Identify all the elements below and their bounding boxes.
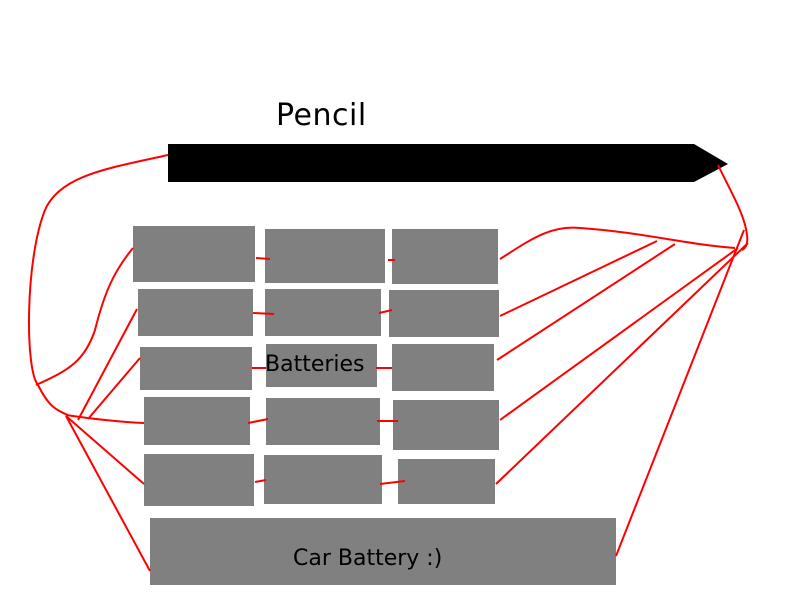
wire-left-row4	[65, 414, 145, 424]
wire-r4-c1c2	[247, 418, 269, 424]
battery-r4-c3	[393, 400, 499, 450]
battery-r3-c1	[140, 347, 252, 390]
wire-right-row4	[499, 247, 739, 421]
car-battery	[150, 518, 616, 585]
wire-left-row2	[77, 308, 138, 421]
battery-r4-c2	[266, 398, 380, 445]
wire-right-row5	[495, 242, 749, 485]
wire-left-row5	[65, 415, 145, 485]
battery-r1-c2	[265, 229, 385, 283]
battery-r2-c2	[265, 289, 381, 336]
battery-r2-c1	[138, 289, 253, 336]
wire-right-car	[615, 229, 745, 557]
battery-r3-c3	[392, 344, 494, 391]
wire-left-row3	[87, 357, 141, 420]
wire-r5-c1c2	[254, 479, 267, 483]
car-battery-label: Car Battery :)	[293, 546, 443, 571]
wire-left-row1	[35, 247, 134, 386]
wire-pencil-left-loop	[28, 154, 169, 416]
battery-r5-c1	[144, 454, 254, 506]
battery-r4-c1	[144, 397, 250, 445]
wire-right-row1	[499, 226, 736, 260]
battery-r5-c3	[398, 459, 495, 504]
wire-right-row2	[499, 240, 658, 317]
pencil-label: Pencil	[276, 98, 367, 133]
wire-r2-c2c3	[378, 309, 393, 314]
wire-r2-c1c2	[252, 312, 275, 315]
wire-right-row3	[496, 243, 676, 361]
battery-r1-c1	[133, 226, 255, 282]
wire-left-car	[65, 415, 151, 572]
batteries-label: Batteries	[265, 352, 365, 377]
battery-r1-c3	[392, 229, 498, 284]
wire-pencil-tip	[717, 164, 749, 251]
battery-r5-c2	[264, 455, 382, 504]
battery-r3-c2	[266, 344, 377, 387]
wire-r5-c2c3	[379, 480, 406, 485]
pencil-shape	[168, 144, 728, 182]
wires	[28, 154, 749, 572]
battery-r2-c3	[389, 290, 499, 337]
wire-r1-c1c2	[255, 257, 271, 260]
